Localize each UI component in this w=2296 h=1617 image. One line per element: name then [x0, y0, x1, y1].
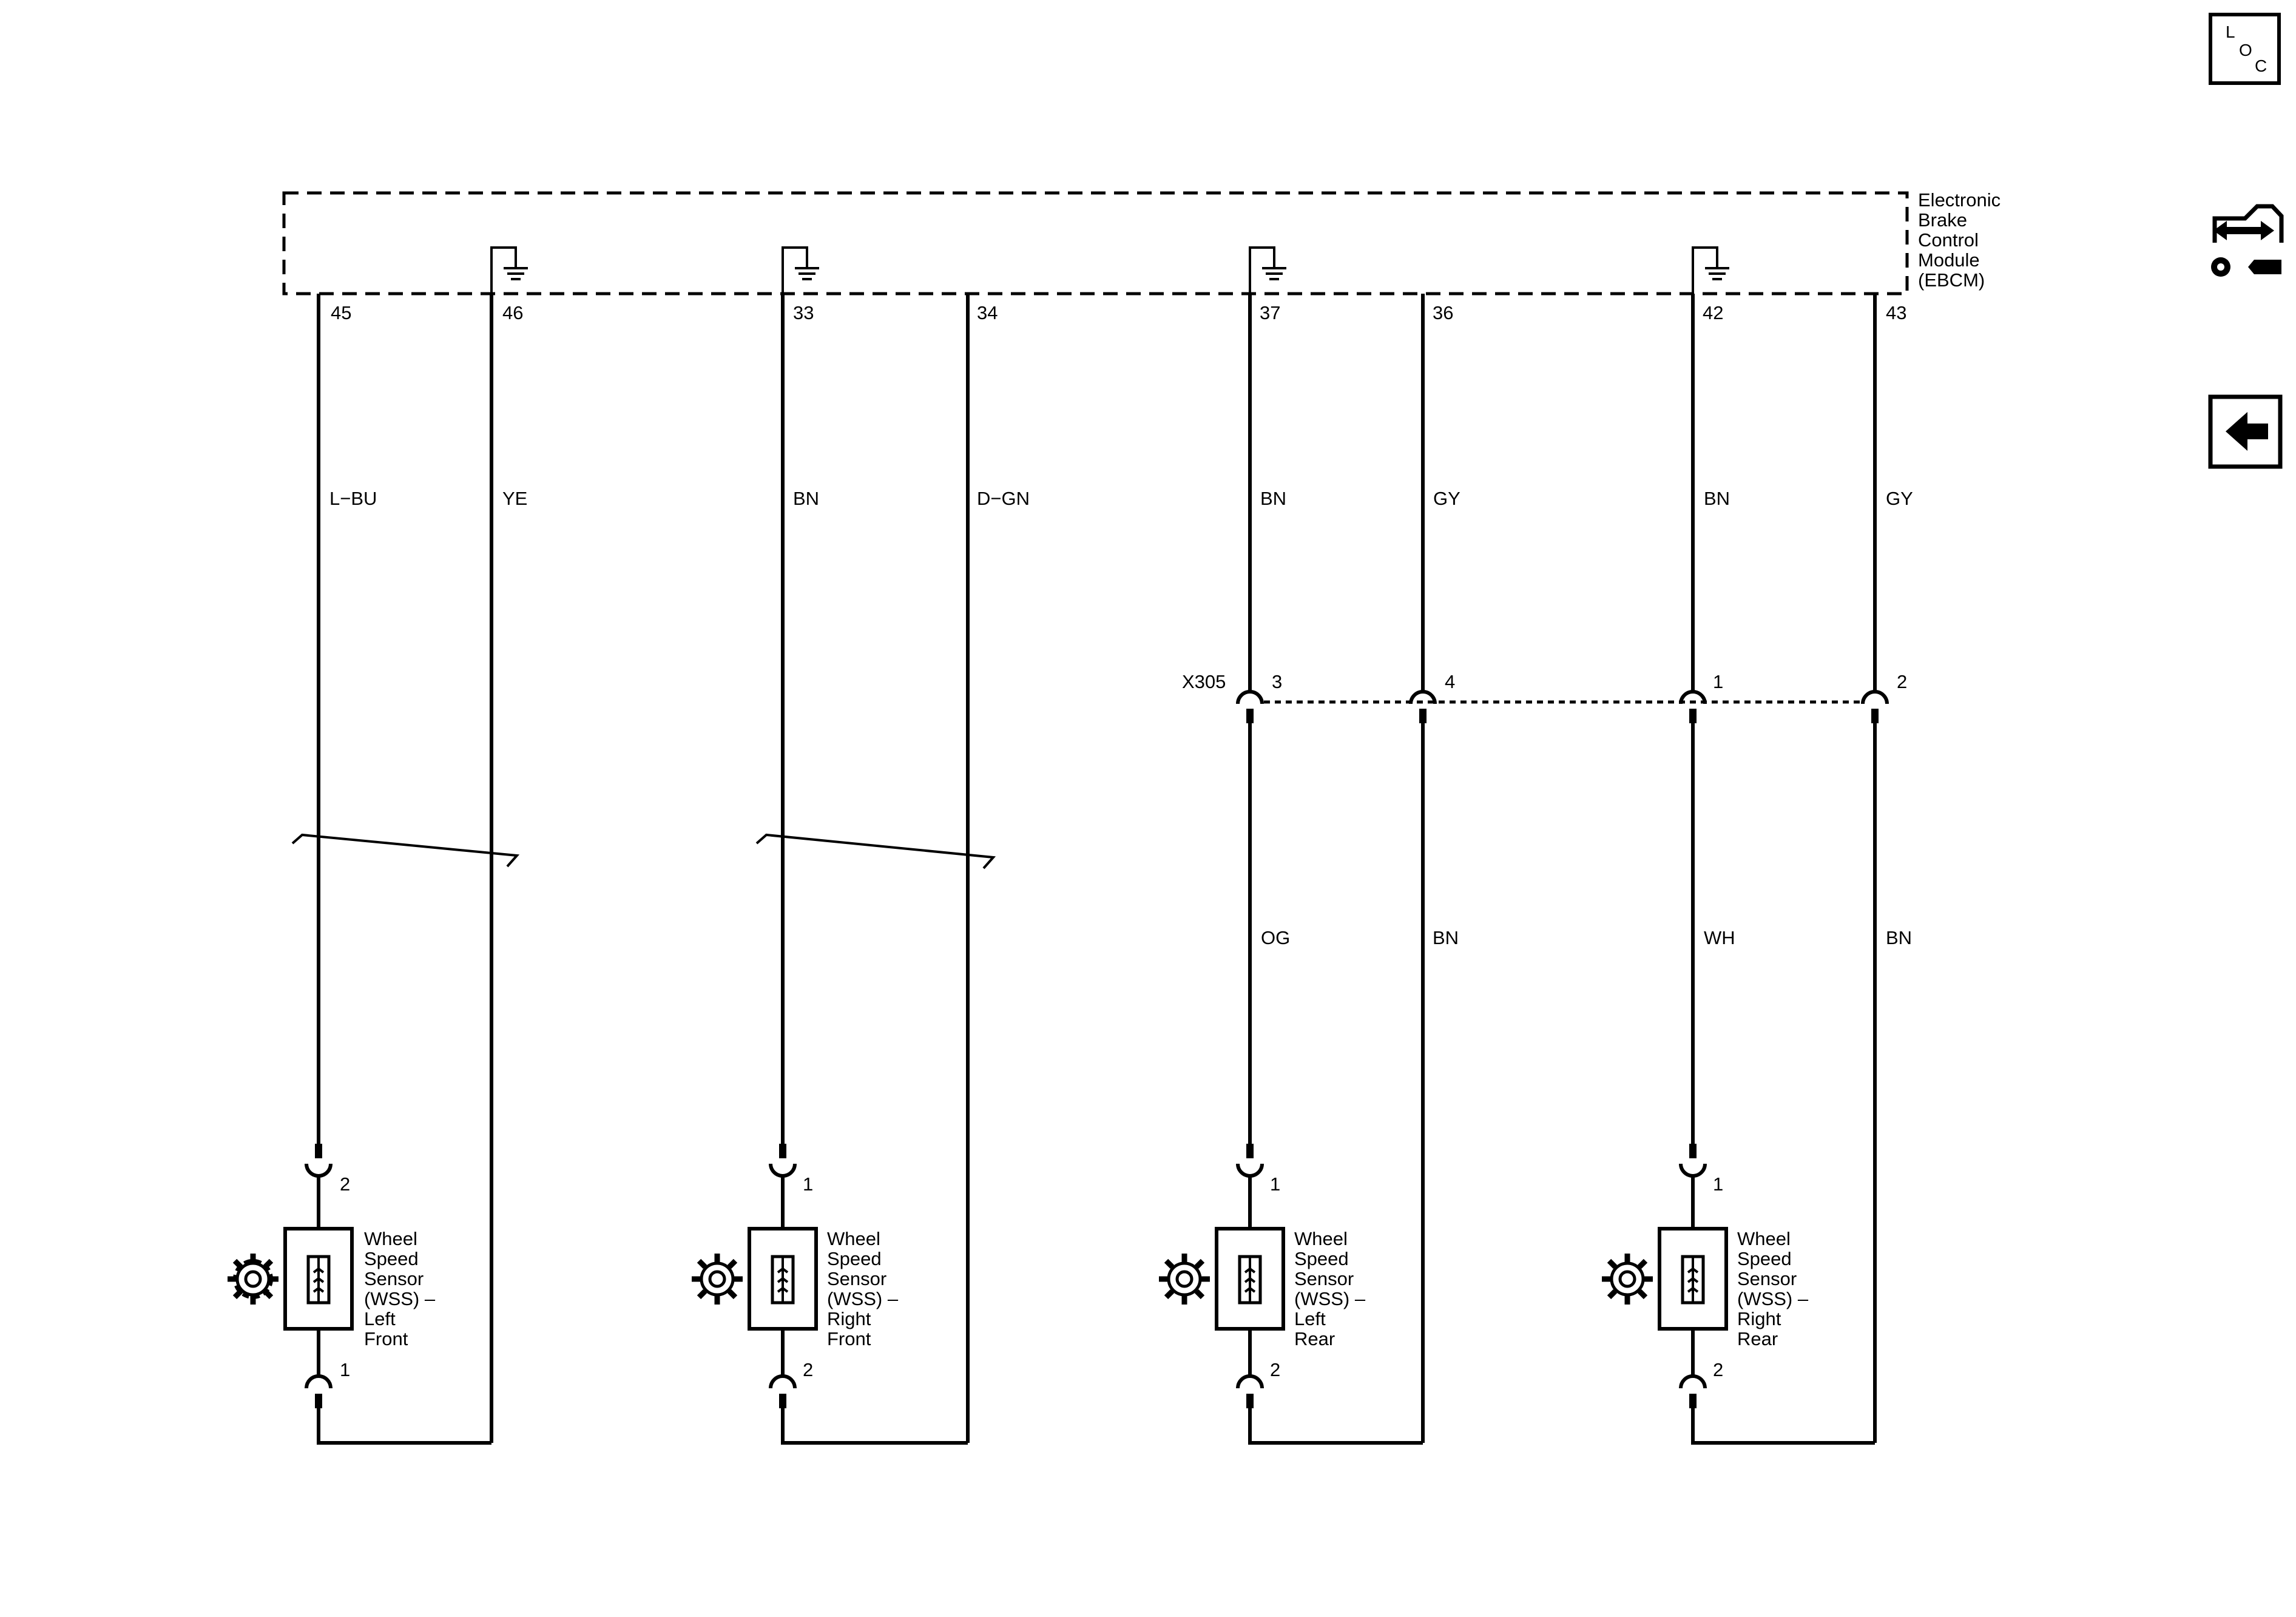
svg-text:1: 1 [1713, 671, 1723, 692]
svg-text:Left: Left [364, 1308, 396, 1329]
svg-text:O: O [2239, 41, 2252, 59]
connector-x305: X305 3 4 1 2 [1182, 671, 1907, 723]
loc-button[interactable]: L O C [2209, 13, 2281, 85]
svg-text:(WSS) –: (WSS) – [1737, 1288, 1809, 1309]
svg-text:OG: OG [1261, 927, 1290, 948]
internal-ground-37 [1249, 246, 1286, 294]
wheel-gear-icon [692, 1254, 743, 1305]
svg-text:Front: Front [364, 1328, 408, 1349]
svg-text:Speed: Speed [1737, 1248, 1792, 1269]
ebcm-module-box [282, 191, 1909, 295]
svg-text:43: 43 [1886, 302, 1906, 323]
svg-text:3: 3 [1272, 671, 1282, 692]
sensor-label-right-front: Wheel Speed Sensor (WSS) – Right Front [827, 1228, 899, 1349]
svg-text:Brake: Brake [1918, 209, 1967, 231]
svg-text:BN: BN [1260, 488, 1286, 509]
circuit-left-front [283, 294, 520, 1445]
svg-text:2: 2 [1713, 1359, 1723, 1380]
svg-text:33: 33 [793, 302, 814, 323]
svg-text:Wheel: Wheel [827, 1228, 880, 1249]
svg-text:BN: BN [1704, 488, 1730, 509]
svg-text:1: 1 [1270, 1173, 1280, 1195]
svg-text:(WSS) –: (WSS) – [364, 1288, 436, 1309]
svg-text:GY: GY [1433, 488, 1460, 509]
back-button[interactable] [2208, 394, 2283, 469]
wheel-gear-icon [228, 1254, 279, 1305]
connector-tool-button[interactable] [2211, 204, 2284, 277]
svg-text:Wheel: Wheel [1294, 1228, 1348, 1249]
svg-text:Left: Left [1294, 1308, 1326, 1329]
circuit-right-front [748, 294, 996, 1445]
sensor-pin-numbers: 2 1 1 2 1 2 1 2 [340, 1173, 1723, 1380]
ebcm-label: Electronic Brake Control Module (EBCM) [1918, 189, 2001, 291]
svg-text:4: 4 [1445, 671, 1455, 692]
svg-text:Control: Control [1918, 229, 1979, 251]
svg-text:Speed: Speed [1294, 1248, 1349, 1269]
svg-text:D−GN: D−GN [977, 488, 1030, 509]
svg-text:(EBCM): (EBCM) [1918, 269, 1985, 291]
loc-icon [2209, 13, 2281, 85]
svg-text:Sensor: Sensor [1737, 1268, 1797, 1289]
svg-text:2: 2 [1897, 671, 1907, 692]
svg-text:37: 37 [1260, 302, 1280, 323]
internal-ground-33 [782, 246, 819, 294]
svg-text:L−BU: L−BU [329, 488, 377, 509]
wire-color-labels-upper: L−BU YE BN D−GN BN GY BN GY [329, 488, 1913, 509]
connector-tool-icon [2211, 204, 2284, 277]
svg-text:1: 1 [340, 1359, 350, 1380]
svg-text:2: 2 [340, 1173, 350, 1195]
wheel-gear-icon [1159, 1254, 1210, 1305]
svg-text:YE: YE [502, 488, 527, 509]
svg-text:Sensor: Sensor [827, 1268, 886, 1289]
svg-text:Right: Right [1737, 1308, 1781, 1329]
svg-text:34: 34 [977, 302, 998, 323]
svg-text:45: 45 [331, 302, 351, 323]
svg-text:GY: GY [1886, 488, 1913, 509]
svg-text:L: L [2226, 22, 2235, 41]
wire-color-labels-lower: OG BN WH BN [1261, 927, 1912, 948]
internal-ground-42 [1692, 246, 1729, 294]
svg-text:BN: BN [1433, 927, 1459, 948]
svg-text:WH: WH [1704, 927, 1735, 948]
svg-text:Sensor: Sensor [1294, 1268, 1354, 1289]
sensor-label-right-rear: Wheel Speed Sensor (WSS) – Right Rear [1737, 1228, 1809, 1349]
svg-text:Right: Right [827, 1308, 871, 1329]
svg-text:36: 36 [1433, 302, 1453, 323]
svg-text:X305: X305 [1182, 671, 1226, 692]
sensor-label-left-front: Wheel Speed Sensor (WSS) – Left Front [364, 1228, 436, 1349]
svg-text:2: 2 [803, 1359, 813, 1380]
sensor-label-left-rear: Wheel Speed Sensor (WSS) – Left Rear [1294, 1228, 1366, 1349]
svg-text:Front: Front [827, 1328, 871, 1349]
svg-text:1: 1 [803, 1173, 813, 1195]
svg-text:Module: Module [1918, 249, 1980, 271]
svg-text:Sensor: Sensor [364, 1268, 424, 1289]
svg-text:BN: BN [1886, 927, 1912, 948]
svg-text:Rear: Rear [1294, 1328, 1335, 1349]
svg-text:C: C [2255, 56, 2267, 75]
wheel-gear-icon [1602, 1254, 1653, 1305]
svg-text:1: 1 [1713, 1173, 1723, 1195]
ebcm-pin-numbers: 45 46 33 34 37 36 42 43 [331, 302, 1906, 323]
svg-text:(WSS) –: (WSS) – [827, 1288, 899, 1309]
internal-ground-46 [490, 246, 528, 294]
svg-text:Electronic: Electronic [1918, 189, 2001, 211]
svg-text:Wheel: Wheel [364, 1228, 417, 1249]
svg-text:Wheel: Wheel [1737, 1228, 1791, 1249]
svg-text:(WSS) –: (WSS) – [1294, 1288, 1366, 1309]
svg-text:BN: BN [793, 488, 819, 509]
svg-text:Rear: Rear [1737, 1328, 1778, 1349]
svg-text:42: 42 [1703, 302, 1723, 323]
back-arrow-icon [2226, 412, 2268, 451]
circuit-right-rear [1658, 294, 1877, 1445]
svg-text:46: 46 [502, 302, 523, 323]
svg-text:2: 2 [1270, 1359, 1280, 1380]
circuit-left-rear [1215, 294, 1425, 1445]
svg-text:Speed: Speed [364, 1248, 419, 1269]
svg-text:Speed: Speed [827, 1248, 882, 1269]
